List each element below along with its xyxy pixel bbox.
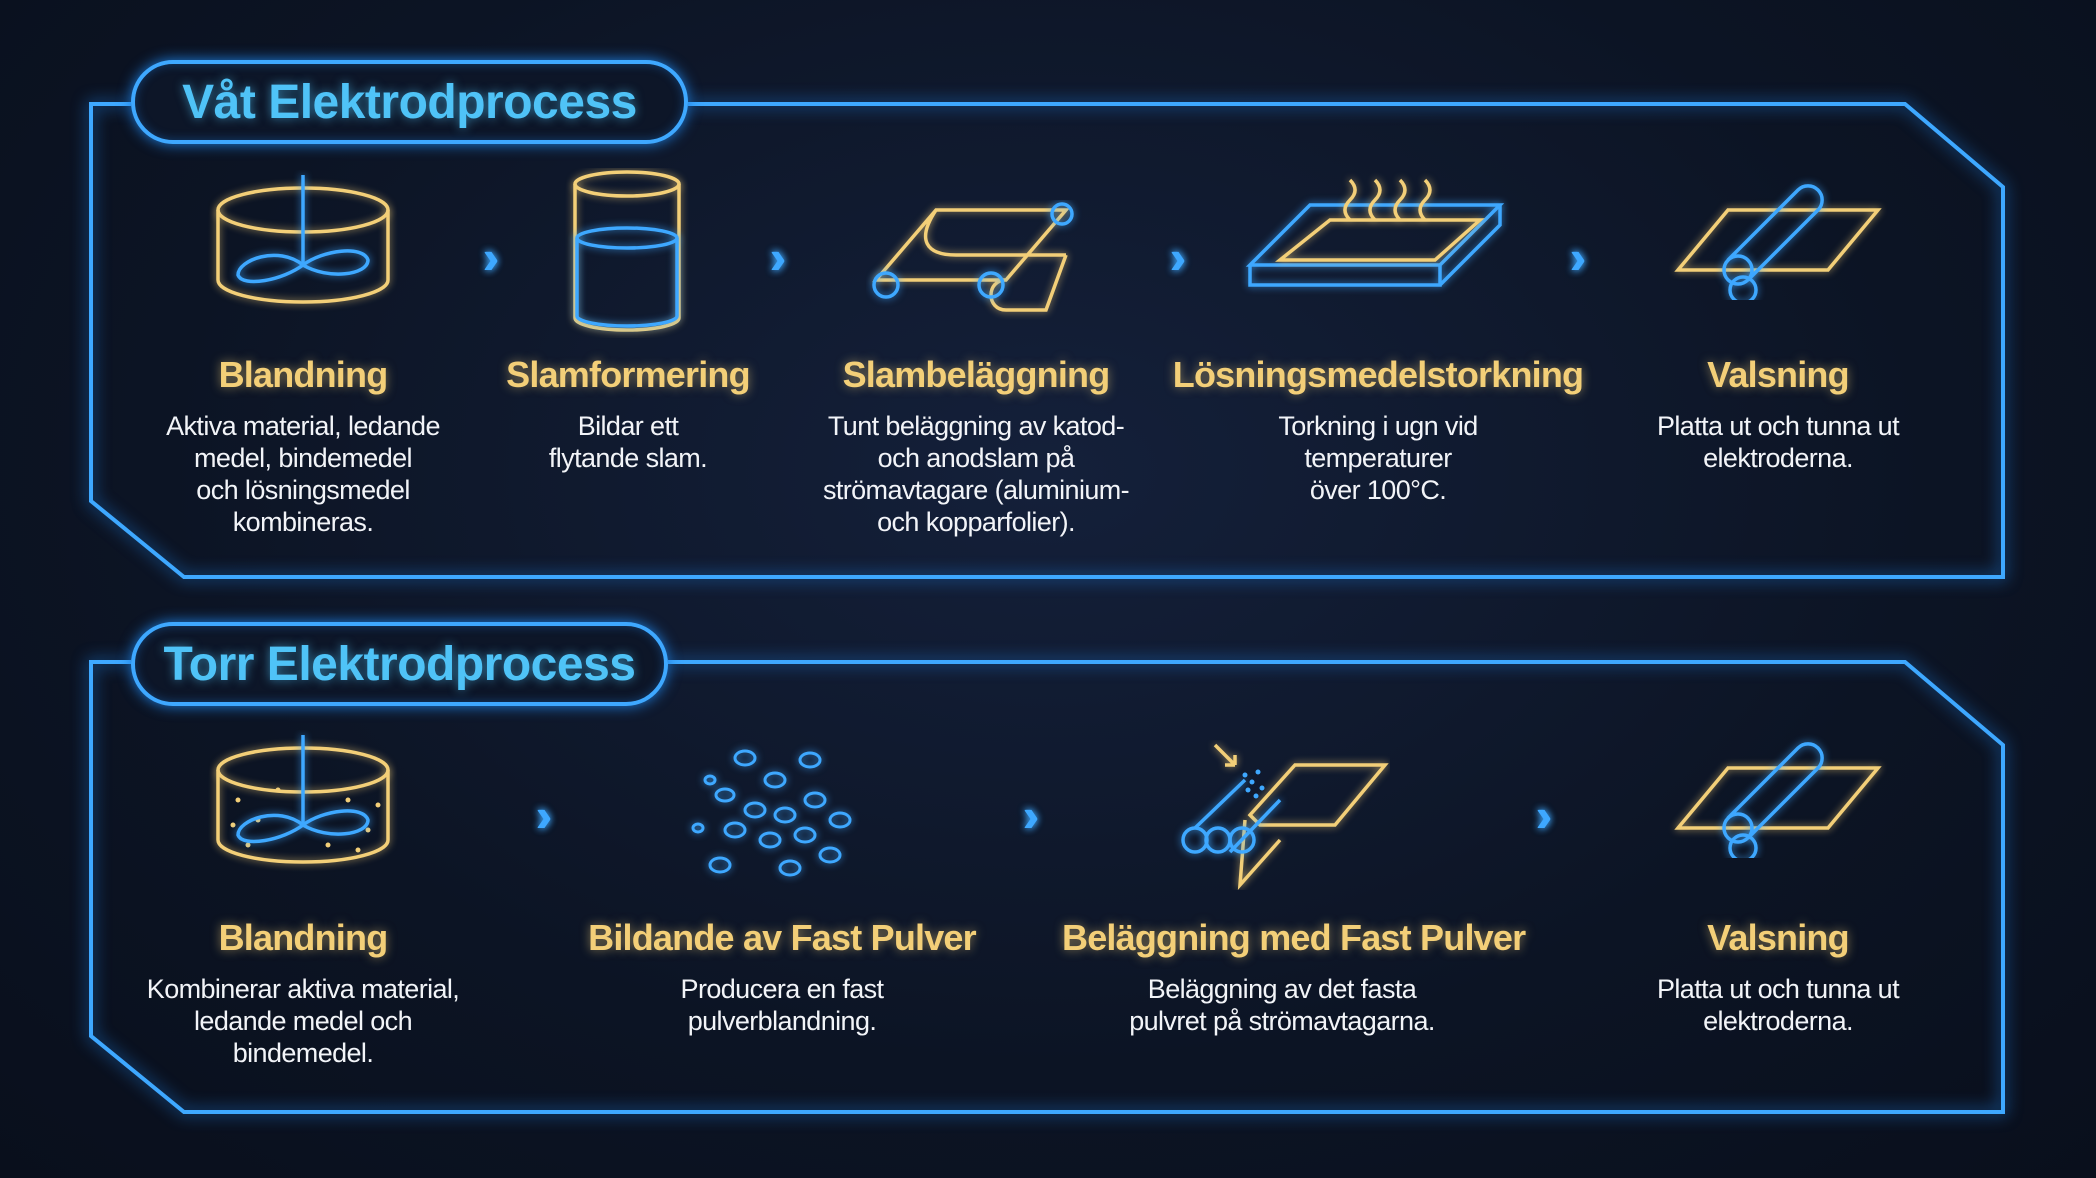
step-title: Slamformering [506, 354, 750, 395]
step-description: Tunt beläggning av katod- och anodslam p… [822, 411, 1130, 537]
step-title: Lösningsmedelstorkning [1172, 354, 1584, 395]
step-description: Platta ut och tunna ut elektroderna. [1657, 411, 1900, 473]
calender-roller-icon [1674, 184, 1882, 300]
chevron-right-icon: ›› [1569, 231, 1585, 283]
chevron-right-icon: ›› [1022, 789, 1038, 841]
step-title: Valsning [1707, 354, 1849, 395]
step-description: Torkning i ugn vid temperaturer över 100… [1278, 411, 1478, 505]
chevron-right-icon: ›› [1535, 789, 1551, 841]
step-title: Slambeläggning [842, 354, 1111, 395]
chevron-right-icon: ›› [482, 231, 498, 283]
step-description: Kombinerar aktiva material, ledande mede… [146, 974, 460, 1068]
step-description: Platta ut och tunna ut elektroderna. [1657, 974, 1900, 1036]
step-title: Valsning [1707, 917, 1849, 958]
dry-process-title-text: Torr Elektrodprocess [163, 637, 636, 691]
mixer-powder-icon [216, 735, 390, 864]
step-title: Blandning [218, 917, 389, 958]
dry-process-title: Torr Elektrodprocess [131, 622, 668, 706]
powder-coating-icon [1181, 743, 1389, 890]
step-title: Blandning [218, 354, 389, 395]
step-title: Bildande av Fast Pulver [588, 917, 977, 958]
calender-roller-icon-dry [1674, 742, 1882, 858]
wet-process-title: Våt Elektrodprocess [131, 60, 688, 144]
beaker-icon [573, 170, 681, 332]
chevron-right-icon: ›› [769, 231, 785, 283]
chevron-right-icon: ›› [535, 789, 551, 841]
wet-process-title-text: Våt Elektrodprocess [182, 75, 637, 129]
mixer-icon [216, 175, 390, 304]
powder-particles-icon [691, 749, 852, 877]
step-description: Beläggning av det fasta pulvret på ström… [1129, 974, 1435, 1036]
coating-roller-icon [872, 202, 1074, 312]
chevron-right-icon: ›› [1169, 231, 1185, 283]
step-title: Beläggning med Fast Pulver [1062, 917, 1526, 958]
wet-panel-frame [89, 102, 2005, 579]
step-description: Aktiva material, ledande medel, bindemed… [166, 411, 440, 537]
dry-panel-frame [89, 660, 2005, 1114]
heated-plate-icon [1245, 178, 1505, 287]
step-description: Bildar ett flytande slam. [548, 411, 708, 473]
step-description: Producera en fast pulverblandning. [680, 974, 885, 1036]
